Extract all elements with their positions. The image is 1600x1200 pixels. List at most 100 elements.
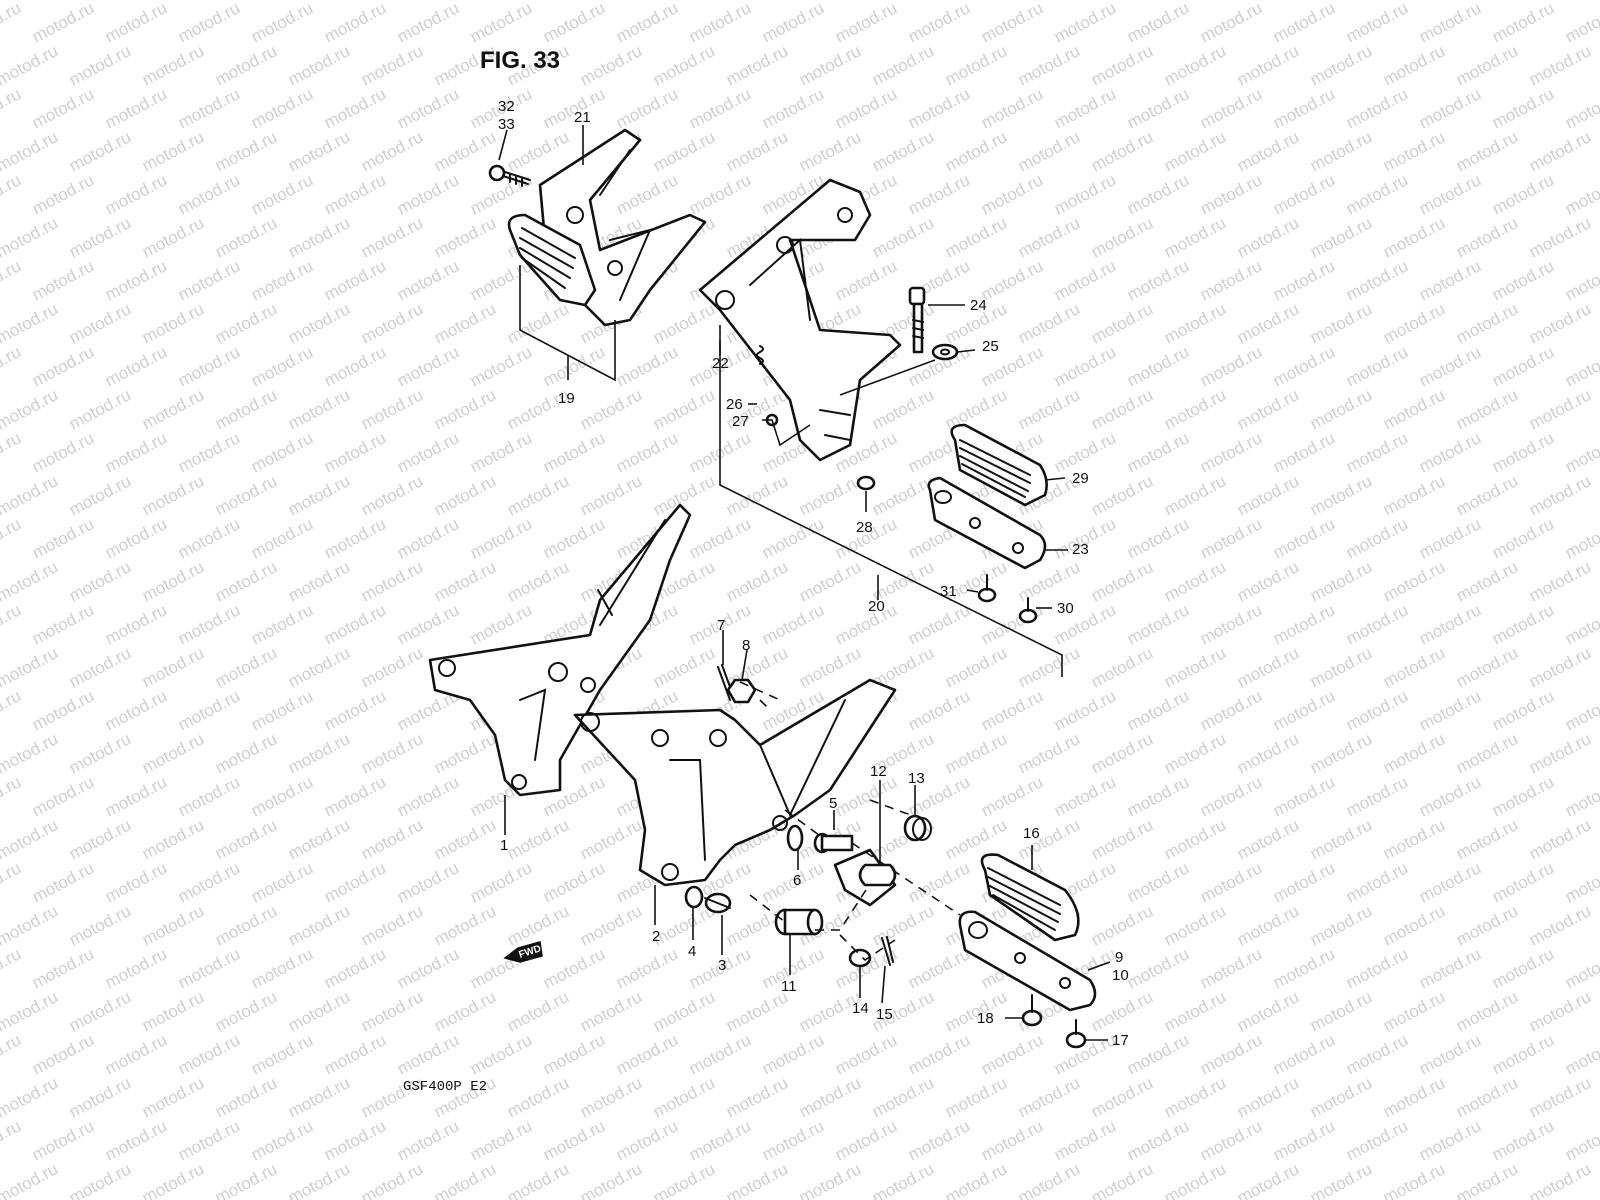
watermark-text: motod.ru (869, 41, 937, 89)
watermark-text: motod.ru (29, 0, 97, 47)
watermark-text: motod.ru (285, 471, 353, 519)
watermark-text: motod.ru (1343, 686, 1411, 734)
watermark-text: motod.ru (248, 858, 316, 906)
watermark-text: motod.ru (869, 1073, 937, 1121)
watermark-text: motod.ru (1124, 256, 1192, 304)
watermark-text: motod.ru (1270, 514, 1338, 562)
watermark-text: motod.ru (321, 342, 389, 390)
watermark-text: motod.ru (832, 600, 900, 648)
watermark-text: motod.ru (1051, 256, 1119, 304)
watermark-text: motod.ru (0, 1116, 24, 1164)
part-number-label: 2 (652, 928, 660, 945)
watermark-text: motod.ru (650, 1073, 718, 1121)
watermark-text: motod.ru (1343, 600, 1411, 648)
washer-4 (684, 885, 704, 909)
watermark-text: motod.ru (1197, 944, 1265, 992)
watermark-text: motod.ru (1088, 643, 1156, 691)
watermark-text: motod.ru (175, 686, 243, 734)
bracket-22 (698, 178, 902, 462)
watermark-text: motod.ru (1453, 299, 1521, 347)
watermark-text: motod.ru (1270, 428, 1338, 476)
watermark-text: motod.ru (358, 643, 426, 691)
part-number-label: 16 (1023, 825, 1040, 842)
watermark-text: motod.ru (1124, 342, 1192, 390)
watermark-text: motod.ru (1124, 858, 1192, 906)
watermark-text: motod.ru (1562, 514, 1600, 562)
watermark-text: motod.ru (723, 471, 791, 519)
watermark-text: motod.ru (540, 1030, 608, 1078)
watermark-text: motod.ru (613, 84, 681, 132)
watermark-text: motod.ru (869, 385, 937, 433)
watermark-text: motod.ru (832, 1116, 900, 1164)
watermark-text: motod.ru (1343, 0, 1411, 47)
watermark-text: motod.ru (467, 428, 535, 476)
watermark-text: motod.ru (613, 342, 681, 390)
watermark-text: motod.ru (0, 815, 61, 863)
watermark-text: motod.ru (139, 127, 207, 175)
watermark-text: motod.ru (1088, 1073, 1156, 1121)
watermark-text: motod.ru (431, 299, 499, 347)
leader-25 (956, 349, 976, 353)
watermark-text: motod.ru (1161, 213, 1229, 261)
watermark-text: motod.ru (212, 987, 280, 1035)
watermark-text: motod.ru (1307, 557, 1375, 605)
watermark-text: motod.ru (66, 1073, 134, 1121)
rear-footrest-left-assembly (488, 125, 707, 382)
watermark-text: motod.ru (1416, 84, 1484, 132)
watermark-text: motod.ru (1526, 385, 1594, 433)
watermark-text: motod.ru (1380, 901, 1448, 949)
footpeg-9-10-pivot (968, 921, 988, 939)
watermark-text: motod.ru (1088, 815, 1156, 863)
watermark-text: motod.ru (321, 600, 389, 648)
watermark-text: motod.ru (467, 342, 535, 390)
watermark-text: motod.ru (139, 471, 207, 519)
watermark-text: motod.ru (1234, 0, 1302, 4)
screw-31 (977, 574, 997, 603)
watermark-text: motod.ru (212, 815, 280, 863)
watermark-text: motod.ru (1343, 858, 1411, 906)
leader-32-33 (498, 129, 508, 161)
watermark-text: motod.ru (29, 170, 97, 218)
part-number-label: 19 (558, 390, 575, 407)
watermark-text: motod.ru (102, 342, 170, 390)
watermark-text: motod.ru (394, 0, 462, 47)
watermark-text: motod.ru (1380, 643, 1448, 691)
watermark-text: motod.ru (1562, 1030, 1600, 1078)
bracket-2-rib (669, 699, 846, 861)
watermark-text: motod.ru (577, 987, 645, 1035)
watermark-text: motod.ru (905, 1116, 973, 1164)
model-code: GSF400P E2 (403, 1079, 487, 1095)
watermark-text: motod.ru (1234, 901, 1302, 949)
watermark-text: motod.ru (0, 256, 24, 304)
screw-18 (1021, 994, 1043, 1027)
watermark-text: motod.ru (394, 428, 462, 476)
watermark-text: motod.ru (1526, 729, 1594, 777)
watermark-text: motod.ru (1124, 686, 1192, 734)
watermark-text: motod.ru (212, 385, 280, 433)
watermark-text: motod.ru (1124, 514, 1192, 562)
watermark-text: motod.ru (1380, 127, 1448, 175)
watermark-text: motod.ru (1562, 686, 1600, 734)
watermark-text: motod.ru (978, 772, 1046, 820)
watermark-text: motod.ru (1270, 342, 1338, 390)
watermark-text: motod.ru (321, 772, 389, 820)
watermark-text: motod.ru (212, 127, 280, 175)
bracket-21-rib (599, 149, 652, 301)
watermark-text: motod.ru (431, 987, 499, 1035)
watermark-text: motod.ru (139, 729, 207, 777)
watermark-text: motod.ru (1453, 127, 1521, 175)
part-number-label: 28 (856, 519, 873, 536)
watermark-text: motod.ru (650, 299, 718, 347)
bracket-2-hole (661, 863, 679, 881)
watermark-text: motod.ru (905, 686, 973, 734)
watermark-text: motod.ru (66, 41, 134, 89)
watermark-text: motod.ru (1088, 385, 1156, 433)
watermark-text: motod.ru (650, 987, 718, 1035)
watermark-text: motod.ru (905, 1030, 973, 1078)
watermark-text: motod.ru (139, 299, 207, 347)
watermark-text: motod.ru (139, 987, 207, 1035)
part-number-label: 17 (1112, 1032, 1129, 1049)
footpeg-23 (927, 476, 1047, 570)
watermark-text: motod.ru (1124, 600, 1192, 648)
watermark-text: motod.ru (175, 256, 243, 304)
